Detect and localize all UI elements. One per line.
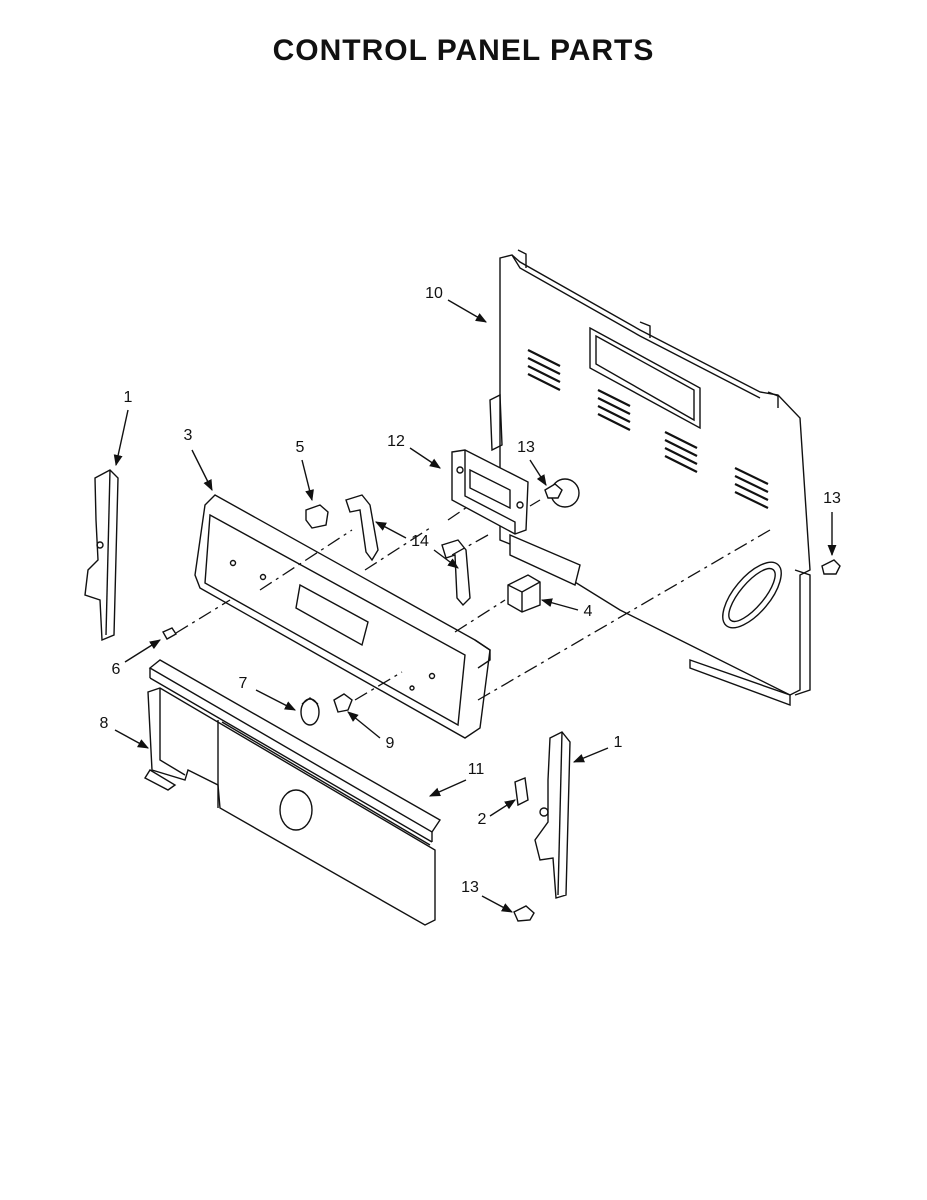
callout-13-bottom: 13 <box>461 879 479 896</box>
part-3-control-console <box>194 494 491 739</box>
callout-2: 2 <box>478 811 487 828</box>
part-13-screw-top <box>544 483 563 499</box>
part-11-channel <box>148 659 441 843</box>
part-10-rear-panel <box>489 249 811 707</box>
part-6-screw <box>162 627 178 640</box>
part-13-screw-right <box>821 559 841 575</box>
part-9-screw <box>333 693 353 713</box>
callout-7: 7 <box>239 675 248 692</box>
callout-9: 9 <box>386 735 395 752</box>
callout-3: 3 <box>184 427 193 444</box>
callout-1-left: 1 <box>124 389 133 406</box>
part-12-control-board <box>451 449 529 535</box>
part-5-switch <box>305 504 329 529</box>
callout-5: 5 <box>296 439 305 456</box>
callout-11: 11 <box>468 761 485 778</box>
callout-13-right: 13 <box>823 490 841 507</box>
callout-14: 14 <box>411 533 429 550</box>
part-7-knob <box>300 697 320 726</box>
callout-10: 10 <box>425 285 443 302</box>
callout-4: 4 <box>584 603 593 620</box>
callouts: 1 3 5 12 13 10 13 14 4 6 7 9 8 11 1 2 <box>100 285 841 913</box>
part-8-bottom-shield <box>144 687 436 926</box>
part-13-screw-bottom <box>513 905 535 922</box>
part-1-right-side-bracket <box>534 731 571 899</box>
assembly-lines <box>175 499 771 701</box>
vent-slots <box>527 349 769 509</box>
callout-1-right: 1 <box>614 734 623 751</box>
callout-6: 6 <box>112 661 121 678</box>
part-1-left-side-bracket <box>84 469 119 642</box>
part-2-clip <box>514 777 529 807</box>
part-14-brackets <box>345 494 471 607</box>
callout-12: 12 <box>387 433 405 450</box>
callout-13-top: 13 <box>517 439 535 456</box>
part-4-block <box>507 574 541 613</box>
page-title: CONTROL PANEL PARTS <box>272 34 655 67</box>
callout-8: 8 <box>100 715 109 732</box>
